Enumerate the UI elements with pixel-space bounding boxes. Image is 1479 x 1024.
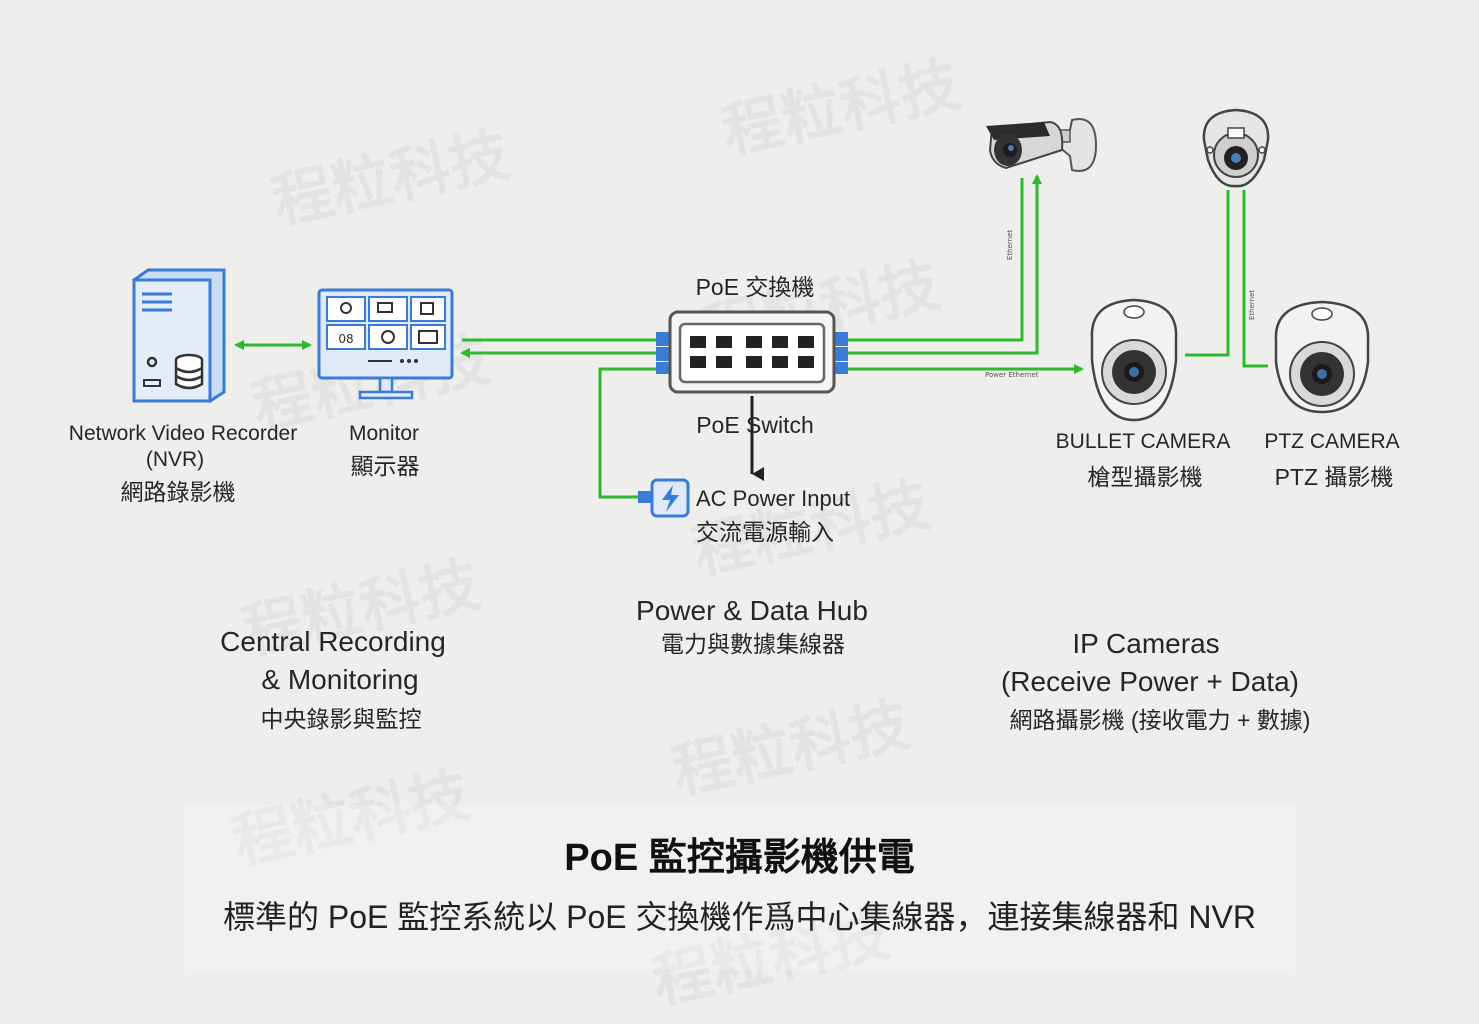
switch-bullet-link-1: [848, 178, 1024, 342]
svg-text:Ethernet: Ethernet: [1248, 290, 1256, 320]
footer-band: [185, 805, 1295, 970]
nvr-label-en-2: (NVR): [145, 448, 205, 471]
recording-section-cn: 中央錄影與監控: [260, 706, 422, 732]
poe-switch-icon: [656, 310, 848, 394]
ac-power-label-cn: 交流電源輸入: [696, 519, 834, 545]
dome-ptz-link: [1185, 190, 1230, 357]
ac-power-label-en: AC Power Input: [696, 486, 851, 511]
switch-label-top: PoE 交換機: [695, 274, 815, 300]
dome-camera-icon: [1090, 298, 1178, 422]
ac-power-icon: [638, 478, 690, 518]
hub-section-cn: 電力與數據集線器: [661, 631, 845, 657]
page-subtitle: 標準的 PoE 監控系統以 PoE 交換機作爲中心集線器，連接集線器和 NVR: [223, 899, 1256, 935]
hub-section-line1: Power & Data Hub: [636, 595, 868, 626]
ptz-camera-label-en: PTZ CAMERA: [1264, 430, 1400, 453]
cameras-section-line2: (Receive Power + Data): [1000, 666, 1299, 697]
page-title: PoE 監控攝影機供電: [564, 837, 915, 879]
bullet-camera-icon: [986, 118, 1098, 172]
switch-bullet-link-2: [848, 174, 1042, 355]
ptz-link: [1242, 190, 1268, 368]
svg-text:Power Ethernet: Power Ethernet: [985, 371, 1039, 379]
nvr-label-en-1: Network Video Recorder: [68, 422, 298, 445]
ptz-camera-label-cn: PTZ 攝影機: [1274, 464, 1394, 490]
ptz-camera-icon: [1274, 300, 1370, 414]
bullet-camera-label-cn: 槍型攝影機: [1087, 464, 1203, 490]
svg-text:Ethernet: Ethernet: [1006, 230, 1014, 260]
nvr-icon: [131, 268, 226, 404]
switch-label-bottom: PoE Switch: [696, 412, 814, 438]
connections: Power Ethernet Ethernet Ethernet: [234, 174, 1268, 499]
recording-section-line1: Central Recording: [220, 626, 446, 657]
recording-section-line2: & Monitoring: [261, 664, 419, 695]
cameras-section-cn: 網路攝影機 (接收電力 + 數據): [1009, 707, 1311, 733]
bullet-camera-label-en: BULLET CAMERA: [1055, 430, 1231, 453]
switch-ac-link: [598, 367, 656, 499]
ptz-top-camera-icon: [1202, 108, 1270, 188]
cameras-section-line1: IP Cameras: [1072, 628, 1220, 659]
svg-text:08: 08: [338, 332, 353, 346]
monitor-icon: 08: [317, 288, 454, 400]
monitor-label-cn: 顯示器: [350, 453, 420, 479]
nvr-label-cn: 網路錄影機: [120, 479, 236, 505]
monitor-label-en: Monitor: [348, 422, 420, 445]
